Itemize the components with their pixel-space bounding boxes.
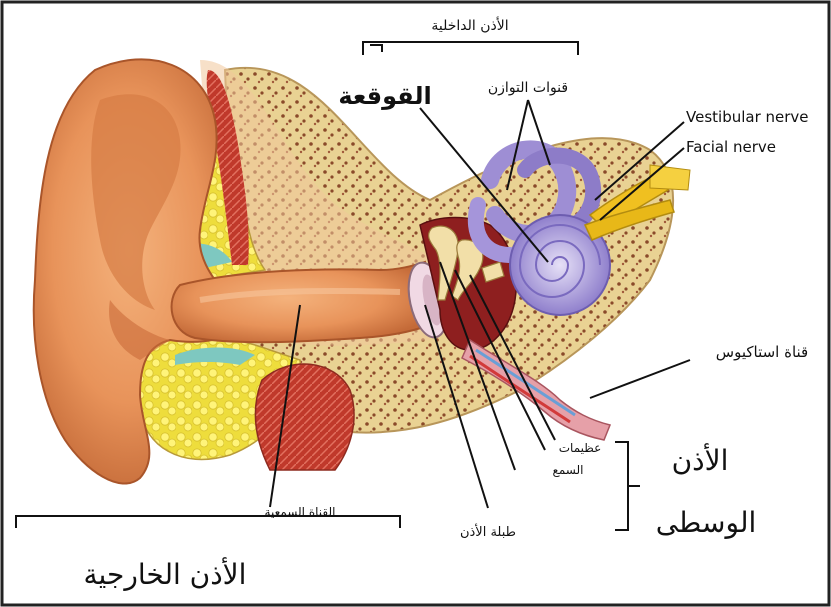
label-facial-nerve: Facial nerve	[686, 138, 776, 156]
label-eustachian-tube: قناة استاكيوس	[716, 343, 808, 361]
label-ossicles-line1: عظيمات	[559, 441, 602, 455]
label-semicircular-canals: قنوات التوازن	[488, 80, 568, 96]
label-ear-canal: القناة السمعية	[265, 505, 336, 519]
label-middle-ear-line2: الوسطى	[656, 506, 757, 539]
label-ossicles-line2: السمع	[552, 463, 583, 477]
muscle-tissue	[255, 364, 354, 470]
label-vestibular-nerve: Vestibular nerve	[686, 108, 809, 126]
nerve-trunk	[650, 165, 690, 190]
label-middle-ear-line1: الأذن	[672, 442, 729, 477]
label-eardrum: طبلة الأذن	[460, 523, 516, 540]
label-inner-ear: الأذن الداخلية	[431, 16, 508, 34]
label-cochlea: القوقعة	[338, 82, 431, 110]
label-outer-ear: الأذن الخارجية	[84, 556, 247, 591]
